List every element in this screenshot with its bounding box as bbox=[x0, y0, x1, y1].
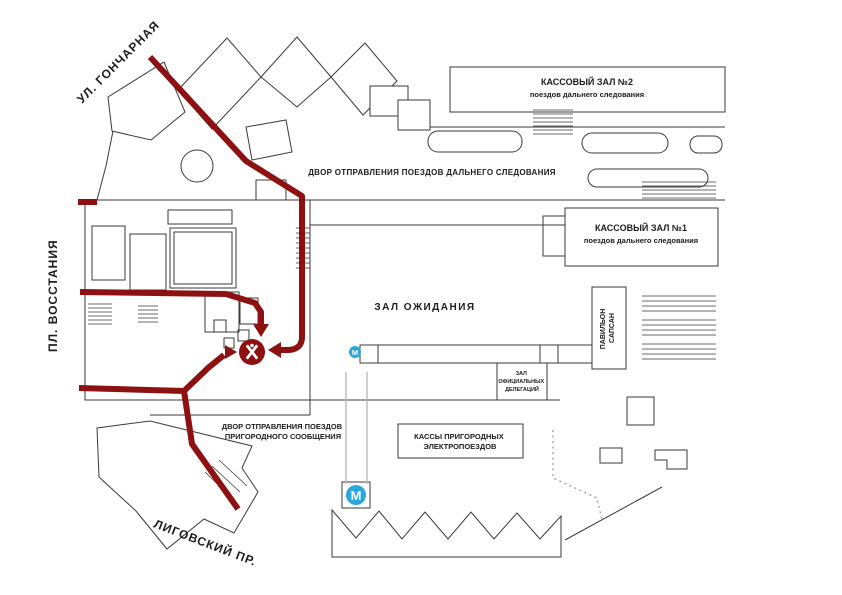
metro-icon bbox=[349, 346, 361, 358]
waiting-hall-label: ЗАЛ ОЖИДАНИЯ bbox=[374, 302, 475, 313]
sapsan-line2: САПСАН bbox=[609, 313, 616, 343]
room-outline bbox=[213, 319, 227, 333]
platform-strip bbox=[359, 344, 623, 364]
station-outlines bbox=[84, 36, 726, 558]
rotunda-outline bbox=[180, 149, 214, 183]
room-outline bbox=[237, 329, 250, 342]
trainshed-roof bbox=[260, 36, 332, 108]
metro-icon-letter: М bbox=[352, 348, 358, 357]
building-outline bbox=[564, 486, 663, 541]
suburban-yard-line2: ПРИГОРОДНОГО СООБЩЕНИЯ bbox=[225, 432, 341, 441]
official-delegations-line2: ОФИЦИАЛЬНЫХ bbox=[498, 379, 544, 385]
stairs-hatch-building-a bbox=[88, 303, 112, 325]
building-outline bbox=[397, 99, 431, 131]
stairs-hatch-building-b bbox=[138, 305, 158, 323]
building-outline bbox=[107, 61, 186, 141]
building-outline bbox=[542, 215, 566, 257]
platform-outline bbox=[427, 130, 523, 153]
building-outline bbox=[654, 449, 688, 470]
emblem-glyph-dot bbox=[250, 343, 254, 348]
street-label-vosstaniya: ПЛ. ВОССТАНИЯ bbox=[46, 239, 60, 352]
route-from-ligovsky-branch bbox=[181, 352, 226, 394]
destination-emblem bbox=[239, 339, 265, 365]
stairs-hatch-top bbox=[533, 109, 573, 135]
dotted-walk-path bbox=[552, 430, 603, 521]
room-outline bbox=[167, 209, 233, 225]
ticket-hall-2-title: КАССОВЫЙ ЗАЛ №2 bbox=[541, 76, 633, 87]
building-outline bbox=[599, 447, 623, 464]
room-outline bbox=[169, 227, 237, 289]
route-arrowhead bbox=[253, 324, 269, 337]
ticket-hall-2-subtitle: поездов дальнего следования bbox=[530, 90, 644, 99]
suburban-yard-line1: ДВОР ОТПРАВЛЕНИЯ ПОЕЗДОВ bbox=[222, 422, 343, 431]
long-distance-yard-label: ДВОР ОТПРАВЛЕНИЯ ПОЕЗДОВ ДАЛЬНЕГО СЛЕДОВ… bbox=[308, 168, 556, 177]
escalator-hatch-right-1 bbox=[642, 295, 716, 312]
sapsan-pavilion-box bbox=[591, 286, 627, 370]
sapsan-line1: ПАВИЛЬОН bbox=[600, 309, 607, 350]
escalator-hatch-right-3 bbox=[642, 343, 716, 360]
stairs-hatch-yard-right bbox=[642, 181, 716, 199]
route-arrowhead bbox=[268, 342, 281, 358]
trainshed-roof bbox=[177, 37, 262, 130]
suburban-tickets-line2: ЭЛЕКТРОПОЕЗДОВ bbox=[424, 442, 498, 451]
hatch-line bbox=[211, 465, 241, 493]
building-outline bbox=[626, 396, 655, 426]
suburban-yard-label: ДВОР ОТПРАВЛЕНИЯ ПОЕЗДОВ ПРИГОРОДНОГО СО… bbox=[222, 422, 344, 441]
suburban-ticket-office-label: КАССЫ ПРИГОРОДНЫХ ЭЛЕКТРОПОЕЗДОВ bbox=[414, 432, 506, 451]
metro-access-icon: М bbox=[349, 346, 361, 358]
sapsan-pavilion-label: ПАВИЛЬОН САПСАН bbox=[600, 307, 616, 349]
metro-icon bbox=[346, 485, 366, 505]
route-from-vosstaniya bbox=[79, 289, 264, 324]
official-delegations-label: ЗАЛ ОФИЦИАЛЬНЫХ ДЕЛЕГАЦИЙ bbox=[498, 371, 545, 393]
warehouse-row-outline bbox=[331, 508, 562, 558]
official-delegations-box bbox=[496, 362, 548, 401]
official-delegations-line3: ДЕЛЕГАЦИЙ bbox=[505, 385, 539, 393]
room-outline bbox=[173, 231, 233, 285]
ticket-hall-1-box bbox=[564, 207, 719, 267]
suburban-ticket-office-box bbox=[397, 423, 524, 459]
hatch-line bbox=[218, 459, 248, 487]
building-outline bbox=[245, 119, 293, 161]
ticket-hall-1-title: КАССОВЫЙ ЗАЛ №1 bbox=[595, 222, 687, 233]
metro-icon-letter: М bbox=[351, 488, 362, 503]
metro-station-icon: М bbox=[346, 485, 366, 505]
room-outline bbox=[91, 225, 126, 281]
building-outline bbox=[96, 130, 114, 201]
main-building-outline bbox=[84, 199, 311, 401]
ticket-hall-2-box bbox=[449, 66, 726, 113]
platform-outline bbox=[587, 168, 709, 188]
route-from-ligovsky bbox=[78, 385, 241, 511]
platform-outline bbox=[689, 135, 723, 154]
ticket-hall-1-subtitle: поездов дальнего следования bbox=[584, 236, 698, 245]
suburban-building-outline bbox=[96, 420, 259, 550]
suburban-tickets-line1: КАССЫ ПРИГОРОДНЫХ bbox=[414, 432, 504, 441]
route-arrowhead bbox=[225, 345, 237, 359]
route-from-goncharnaya bbox=[147, 54, 305, 353]
platform-outline bbox=[581, 132, 669, 154]
emblem-glyph bbox=[245, 344, 259, 360]
pedestrian-routes bbox=[78, 54, 305, 511]
official-delegations-line1: ЗАЛ bbox=[516, 371, 527, 377]
escalator-hatch-right-2 bbox=[642, 319, 716, 336]
metro-passage bbox=[345, 372, 368, 484]
